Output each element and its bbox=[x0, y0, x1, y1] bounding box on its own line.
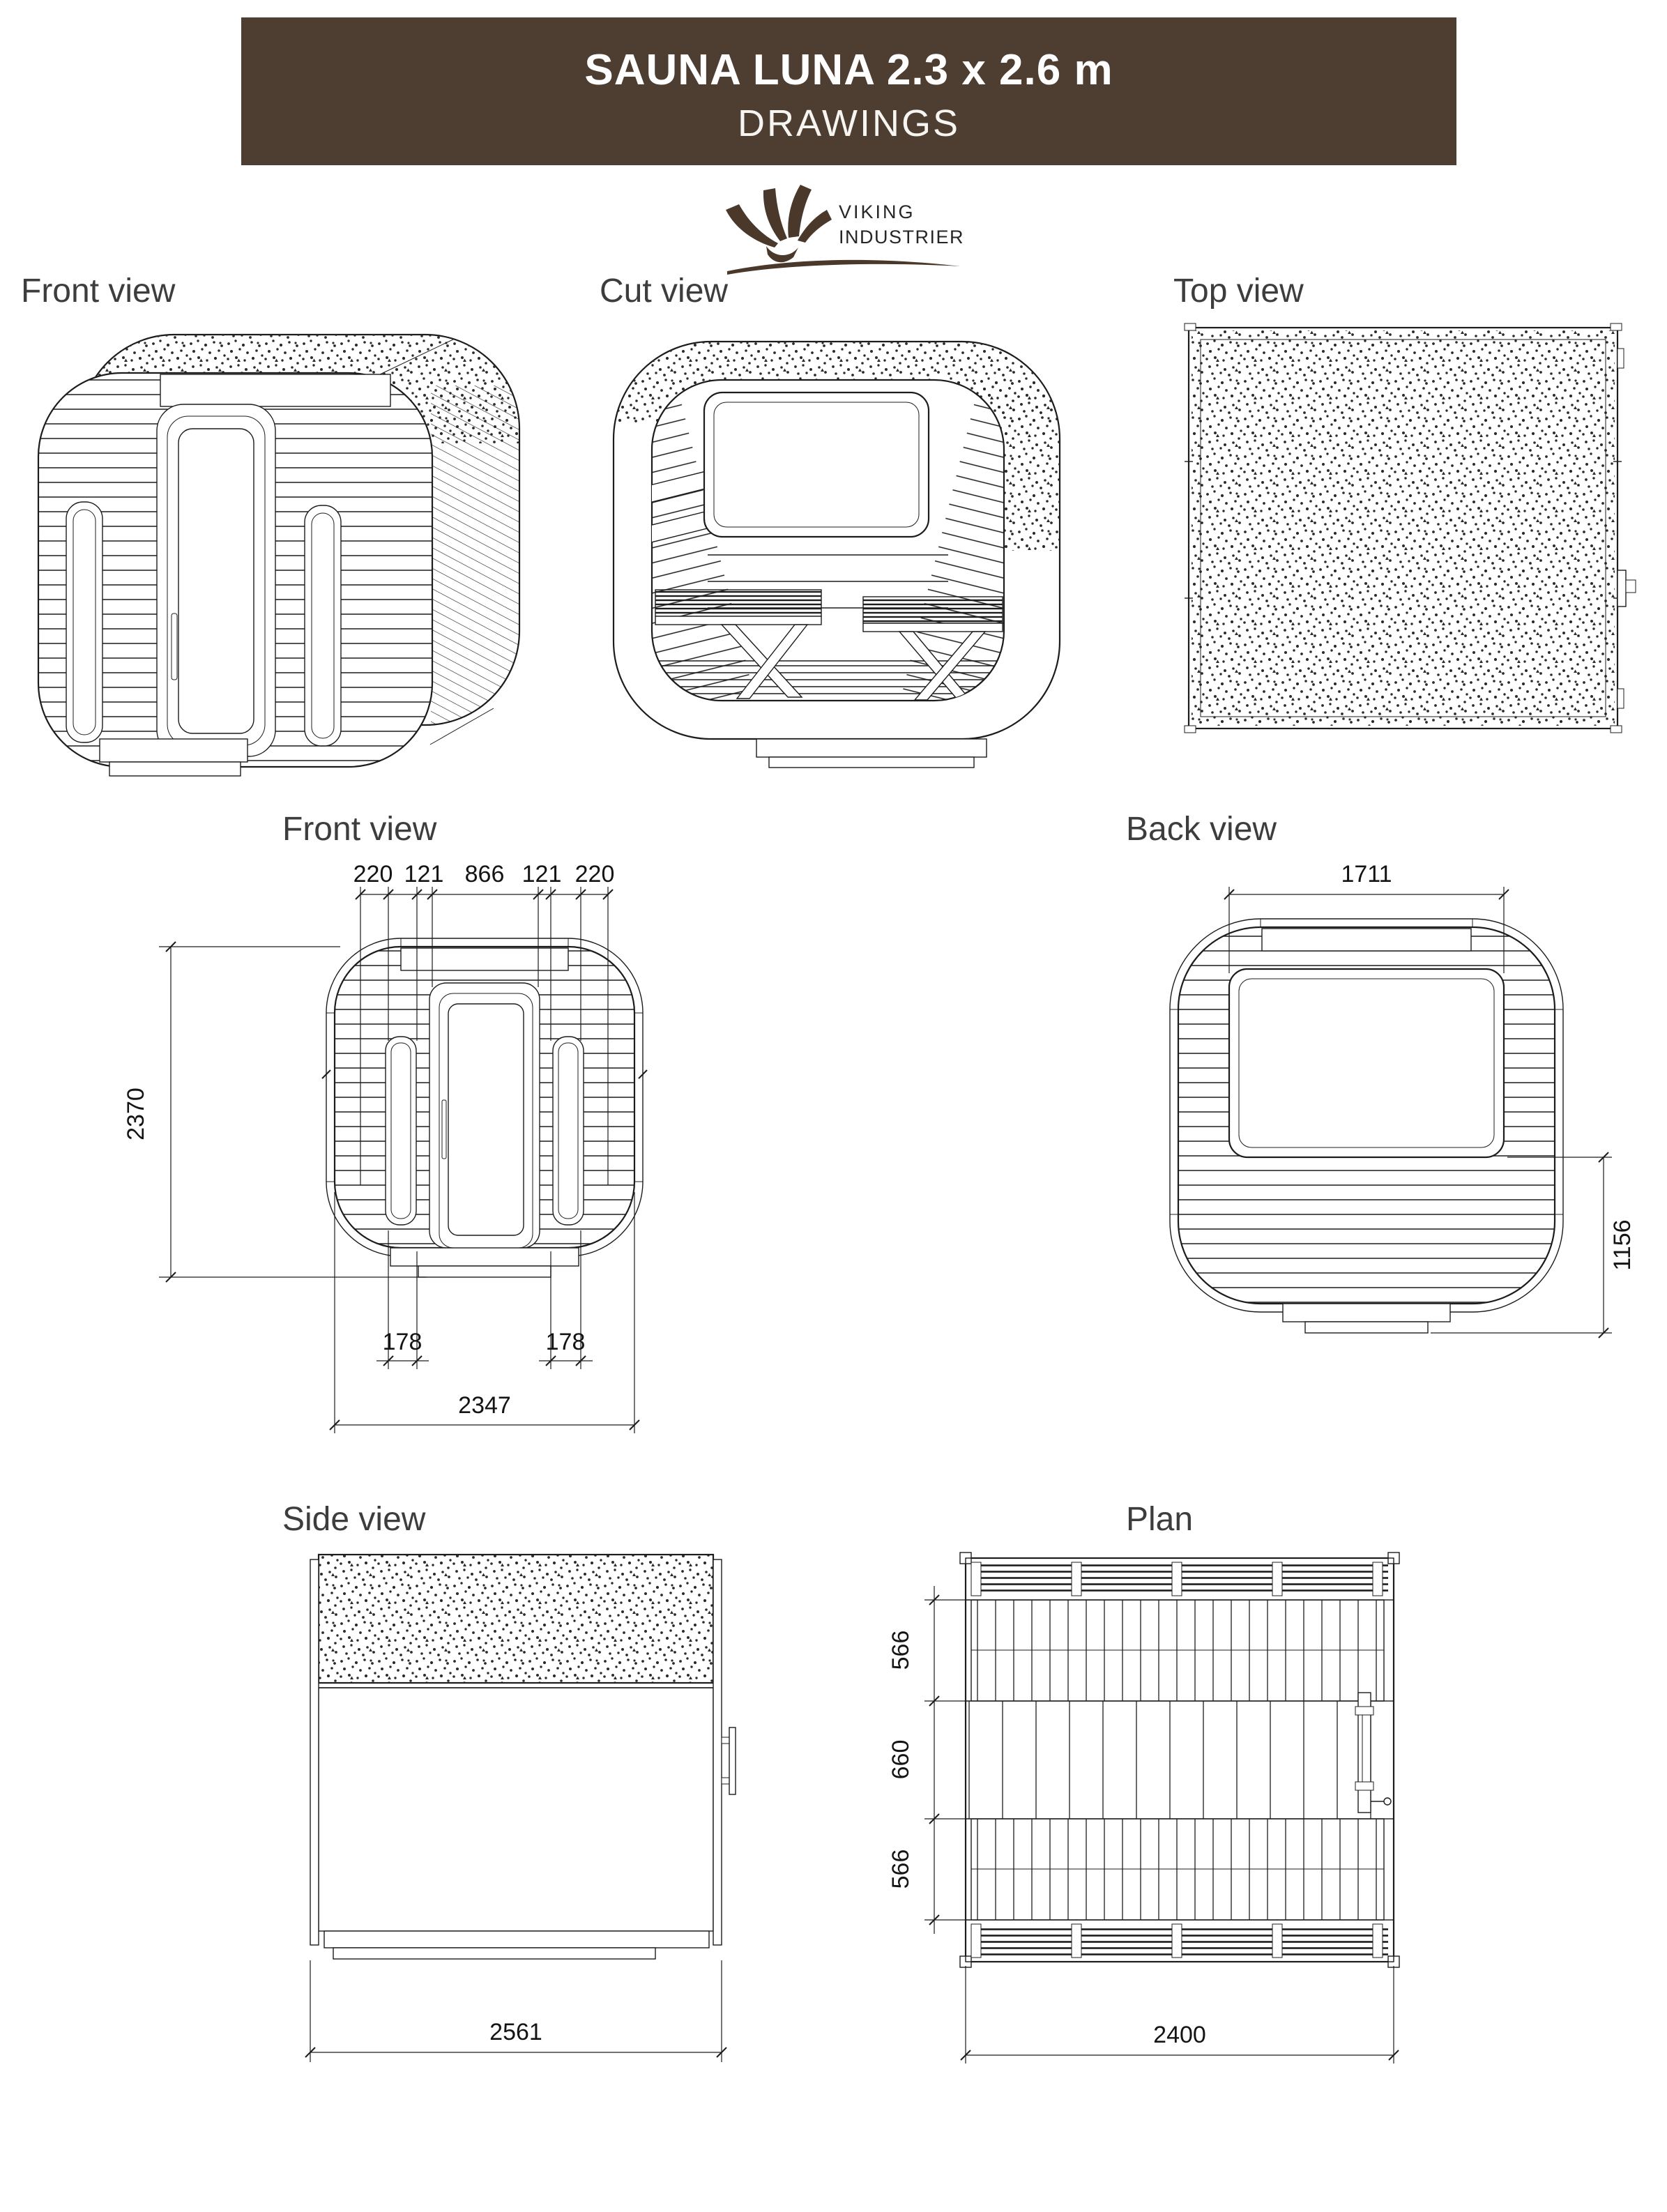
dim-front-offset-2: 178 bbox=[546, 1329, 586, 1355]
sheet-subtitle: DRAWINGS bbox=[738, 102, 960, 144]
dim-front-height: 2370 bbox=[123, 1088, 149, 1141]
top-door-handle bbox=[1617, 570, 1627, 607]
cut-right-wall bbox=[894, 380, 1004, 701]
front-dim-fascia bbox=[400, 947, 569, 971]
top-hinge-upper bbox=[1617, 348, 1624, 369]
label-top-view: Top view bbox=[1173, 273, 1304, 310]
dim-plan-width: 2400 bbox=[1153, 2022, 1206, 2048]
logo-line1: VIKING bbox=[839, 201, 915, 222]
top-view-drawing bbox=[1184, 323, 1636, 733]
front-dim-door bbox=[429, 982, 540, 1249]
front-3d-right-window bbox=[304, 505, 342, 747]
dim-front-top-4: 121 bbox=[522, 861, 562, 887]
front-3d-door bbox=[156, 404, 276, 757]
back-base bbox=[1282, 1303, 1451, 1334]
dim-front-top-5: 220 bbox=[575, 861, 615, 887]
top-hinge-lower bbox=[1617, 688, 1624, 709]
dim-front-top-3: 866 bbox=[465, 861, 505, 887]
back-dim-dimensions: 1711 1156 bbox=[1224, 861, 1636, 1338]
plan-drawing bbox=[959, 1552, 1400, 1968]
dim-side-width: 2561 bbox=[489, 2019, 542, 2045]
side-view-drawing bbox=[310, 1553, 736, 1960]
label-cut-view: Cut view bbox=[600, 273, 729, 310]
dim-front-offset-1: 178 bbox=[383, 1329, 423, 1355]
label-side-view: Side view bbox=[282, 1501, 426, 1538]
cut-base bbox=[756, 738, 987, 768]
front-dim-left-window bbox=[385, 1036, 417, 1226]
dim-front-top-1: 220 bbox=[353, 861, 393, 887]
label-front-3d-view: Front view bbox=[21, 273, 176, 310]
back-fascia bbox=[1261, 928, 1472, 952]
side-view-dimensions: 2561 bbox=[305, 1960, 727, 2062]
door-handle bbox=[441, 1099, 447, 1159]
cut-roof-speckle bbox=[615, 342, 1058, 422]
plan-bottom-wall bbox=[965, 1919, 1394, 1962]
dim-plan-left-2: 660 bbox=[888, 1740, 914, 1780]
plan-top-wall bbox=[965, 1557, 1394, 1601]
title-banner: SAUNA LUNA 2.3 x 2.6 m DRAWINGS bbox=[241, 17, 1456, 165]
door-handle bbox=[171, 613, 178, 680]
back-window bbox=[1228, 968, 1505, 1159]
dim-back-window-width: 1711 bbox=[1341, 861, 1392, 887]
front-dim-dimensions: 220 121 866 121 220 2370 178 178 bbox=[123, 861, 640, 1433]
dim-front-width: 2347 bbox=[458, 1392, 511, 1419]
front-3d-side-hatch bbox=[431, 386, 519, 725]
side-roof-speckle bbox=[317, 1553, 715, 1684]
side-door-handle bbox=[721, 1727, 736, 1795]
side-wall-boards bbox=[318, 1687, 714, 1932]
front-3d-roof-speckle bbox=[79, 335, 519, 443]
plan-top-bench bbox=[970, 1599, 1385, 1702]
plan-floor bbox=[965, 1700, 1394, 1820]
front-dim-drawing bbox=[321, 938, 648, 1278]
sheet-title: SAUNA LUNA 2.3 x 2.6 m bbox=[584, 46, 1113, 94]
plan-dimensions: 566 660 566 2400 bbox=[888, 1586, 1399, 2064]
dim-back-height: 1156 bbox=[1609, 1219, 1636, 1270]
plan-door bbox=[1355, 1692, 1392, 1813]
front-3d-drawing bbox=[37, 333, 521, 777]
side-left-post bbox=[310, 1559, 319, 1946]
cut-view-drawing bbox=[612, 340, 1061, 768]
label-plan-view: Plan bbox=[1126, 1501, 1194, 1538]
label-back-view: Back view bbox=[1126, 811, 1277, 848]
front-dim-right-window bbox=[552, 1036, 584, 1226]
front-3d-base bbox=[99, 738, 248, 777]
cut-back-window bbox=[703, 391, 930, 538]
cut-right-bench bbox=[862, 596, 1003, 701]
logo-line2: INDUSTRIER bbox=[839, 227, 964, 247]
plan-door-knob bbox=[1383, 1797, 1392, 1806]
cut-left-bench bbox=[655, 589, 822, 699]
front-dim-base bbox=[390, 1247, 579, 1278]
viking-industrier-logo: VIKING INDUSTRIER bbox=[726, 185, 964, 275]
viking-sail-icon bbox=[726, 185, 960, 275]
side-base bbox=[323, 1930, 710, 1960]
dim-front-top-2: 121 bbox=[404, 861, 444, 887]
front-3d-left-window bbox=[66, 501, 103, 743]
label-front-dim-view: Front view bbox=[282, 811, 437, 848]
dim-plan-left-1: 566 bbox=[888, 1631, 914, 1670]
side-right-post bbox=[713, 1559, 722, 1946]
front-3d-fascia bbox=[160, 374, 391, 407]
dim-plan-left-3: 566 bbox=[888, 1849, 914, 1889]
plan-bottom-bench bbox=[970, 1818, 1385, 1921]
back-dim-drawing bbox=[1169, 918, 1564, 1334]
